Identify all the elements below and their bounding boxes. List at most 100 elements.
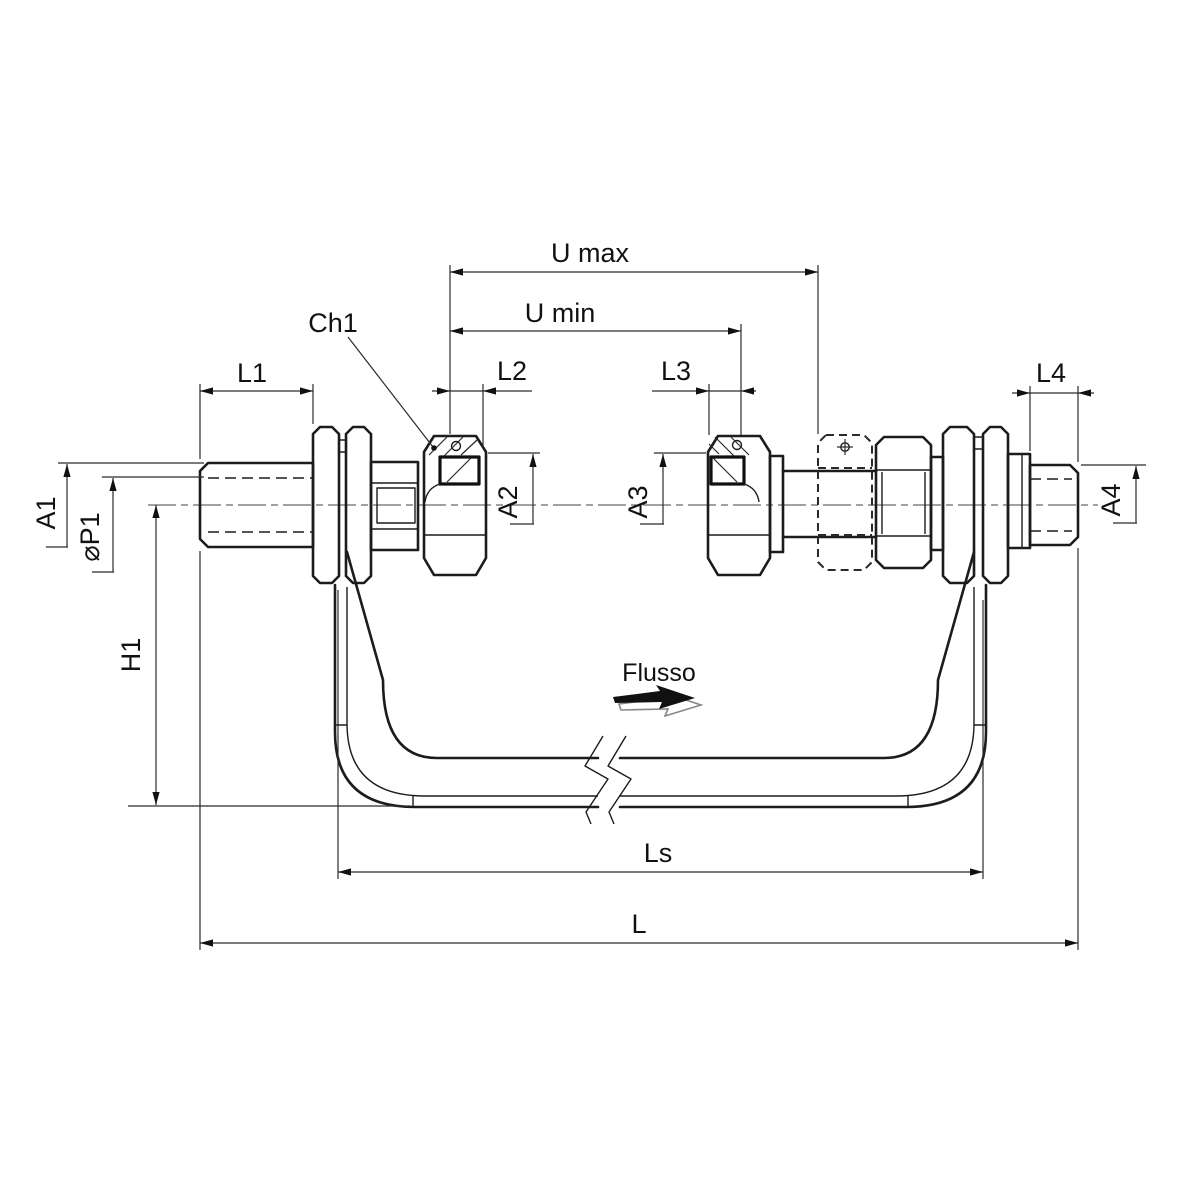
right-swivel-cavity-arc [743,483,760,503]
arrow-icon [300,387,313,395]
callout-p1: ⌀P1 [75,478,117,573]
phantom-nut-outline [817,434,873,571]
left-fitting [198,425,488,585]
arrow-icon [805,268,818,276]
dimension-l2: L2 [432,356,532,395]
left-hex-flat-lines [371,482,418,530]
right-thread-hidden [1030,478,1072,532]
dim-label-a4: A4 [1096,483,1126,516]
dimension-u-min: U min [450,298,741,335]
arrow-icon [450,327,463,335]
left-swivel-cavity-arc [424,483,441,503]
right-hex-nut [874,435,933,570]
right-locknut-1 [941,425,976,585]
callout-line-p1 [92,478,114,573]
dimension-l3: L3 [652,356,756,395]
leader-line-ch1 [347,336,434,448]
arrow-icon [200,939,213,947]
dim-label-l3: L3 [661,356,691,386]
dimension-l: L [200,909,1078,947]
arrow-icon [200,387,213,395]
break-zigzag-right [607,735,632,825]
callout-a3: A3 [623,454,667,525]
right-collar [768,454,785,554]
dimension-u-max: U max [450,238,818,276]
hose-left-outer-wall [333,583,600,809]
dim-label-l: L [631,909,646,939]
arrow-icon [109,478,117,491]
hose-left-tangent-ticks [335,724,414,807]
callout-a1: A1 [31,464,71,548]
flow-arrow-solid [613,685,695,709]
left-locknut-2 [344,425,373,585]
position-symbol-cross [837,439,853,455]
flexible-hose [333,550,988,825]
arrow-icon [728,327,741,335]
arrow-icon [529,454,537,467]
flow-label: Flusso [622,659,696,687]
left-swivel-nut [422,434,488,577]
hose-left-cone [345,550,600,760]
right-hex-nut-flats [876,469,931,537]
right-tube [781,469,878,539]
arrow-icon [483,387,496,395]
arrow-icon [1017,389,1030,397]
arrow-icon [1132,466,1140,479]
right-fitting [706,425,1080,585]
left-swivel-nut-thread-cavity [438,455,481,486]
dim-label-p1: ⌀P1 [75,512,105,561]
arrow-icon [1065,939,1078,947]
left-swivel-ball-hole [450,440,462,452]
dim-label-a1: A1 [31,496,61,529]
phantom-nut-flat-lines [818,467,872,536]
phantom-nut-alternate-position [817,434,873,571]
arrow-icon [152,505,160,518]
hose-right-cone [618,550,976,760]
callout-ch1: Ch1 [308,308,437,451]
dim-label-l1: L1 [237,358,267,388]
arrow-icon [970,868,983,876]
dimension-l1: L1 [200,358,313,395]
right-swivel-ball-hole [731,439,743,451]
callout-a4: A4 [1096,466,1140,524]
extension-lines [58,265,1146,950]
arrow-icon [450,268,463,276]
left-locknut-1 [311,425,341,585]
left-hex-body [369,460,420,552]
right-locknut-washer-tab [973,436,984,450]
right-locknut-2 [981,425,1010,585]
break-mark-icon [584,735,632,825]
dim-label-ch1: Ch1 [308,308,358,338]
right-section-hatching [708,436,750,483]
hose-right-outer-wall [618,583,988,809]
arrow-icon [741,387,754,395]
arrow-icon [437,387,450,395]
dimension-h1: H1 [116,505,160,805]
left-section-hatching [428,436,478,483]
flow-arrow-icon [613,685,704,718]
arrow-icon [659,454,667,467]
position-symbol-icon [837,439,853,455]
dim-label-umin: U min [525,298,596,328]
right-male-thread [1028,463,1080,547]
dim-label-umax: U max [551,238,630,268]
hose-left-inner-wall [346,587,598,797]
dim-label-l4: L4 [1036,358,1066,388]
right-swivel-nut [706,434,772,577]
dim-label-l2: L2 [497,356,527,386]
arrow-icon [1078,389,1091,397]
flow-indicator: Flusso [613,659,704,718]
left-hex-flat-face [376,487,416,524]
leader-dot-ch1 [431,445,437,451]
dimension-l4: L4 [1012,358,1094,397]
arrow-icon [696,387,709,395]
arrow-icon [338,868,351,876]
dimension-ls: Ls [338,838,983,876]
arrow-icon [63,464,71,477]
callout-a2: A2 [493,454,537,525]
dim-label-ls: Ls [644,838,673,868]
dim-label-h1: H1 [116,638,146,673]
arrow-icon [152,792,160,805]
